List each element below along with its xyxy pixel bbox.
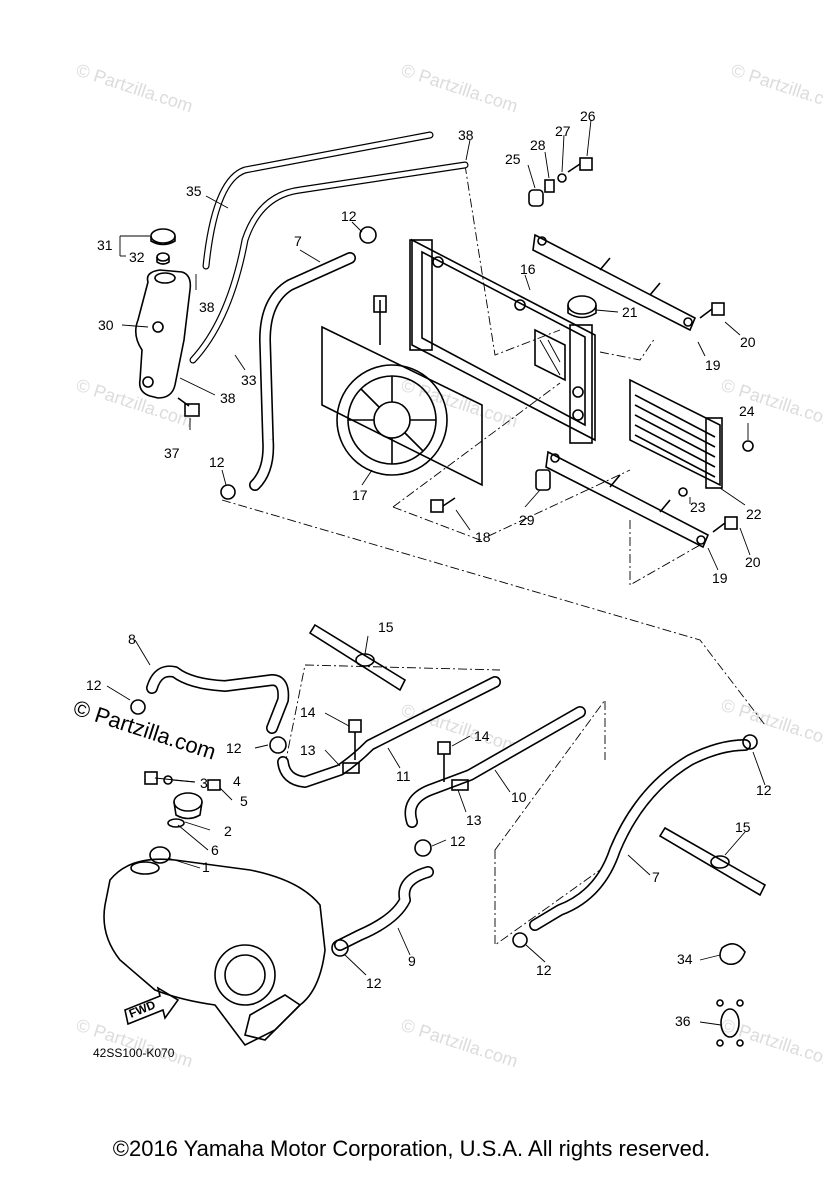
coolant-pipe-10 xyxy=(404,706,586,828)
callout-38: 38 xyxy=(458,127,474,143)
callout-12: 12 xyxy=(341,208,357,224)
callout-9: 9 xyxy=(408,953,416,969)
fan-bolt xyxy=(430,497,456,513)
hose-clamps xyxy=(130,226,758,957)
callout-14: 14 xyxy=(474,728,490,744)
watermark: © Partzilla.com xyxy=(729,60,823,117)
callout-19: 19 xyxy=(705,357,721,373)
callout-28: 28 xyxy=(530,137,546,153)
callout-34: 34 xyxy=(677,951,693,967)
thermostat-housing xyxy=(144,771,221,864)
callout-3: 3 xyxy=(200,775,208,791)
callout-19: 19 xyxy=(712,570,728,586)
cooling-fan xyxy=(321,295,483,487)
callout-2: 2 xyxy=(224,823,232,839)
callout-15: 15 xyxy=(735,819,751,835)
callout-21: 21 xyxy=(622,304,638,320)
radiator-bracket-lower xyxy=(545,450,710,549)
leader-lines xyxy=(106,119,766,1026)
watermark: © Partzilla.com xyxy=(399,1015,521,1072)
coolant-reservoir xyxy=(134,269,192,399)
radiator xyxy=(409,238,596,444)
exploded-parts-diagram: © Partzilla.com © Partzilla.com © Partzi… xyxy=(70,60,823,1072)
callout-32: 32 xyxy=(129,249,145,265)
fwd-label: FWD xyxy=(127,997,158,1020)
watermark: © Partzilla.com xyxy=(399,60,521,117)
callout-20: 20 xyxy=(740,334,756,350)
hose-clamp-34 xyxy=(719,943,746,966)
callout-27: 27 xyxy=(555,123,571,139)
watermark: © Partzilla.com xyxy=(74,375,196,432)
bracket-bolts xyxy=(699,302,738,533)
callout-16: 16 xyxy=(520,261,536,277)
callout-30: 30 xyxy=(98,317,114,333)
callout-14: 14 xyxy=(300,704,316,720)
callout-37: 37 xyxy=(164,445,180,461)
spring-clip-36 xyxy=(716,999,744,1047)
callout-25: 25 xyxy=(505,151,521,167)
callout-12: 12 xyxy=(226,740,242,756)
callout-7-upper: 7 xyxy=(294,233,302,249)
forward-arrow: FWD xyxy=(124,986,180,1026)
grommet xyxy=(535,469,551,491)
callout-12: 12 xyxy=(450,833,466,849)
breather-hoses xyxy=(189,131,469,364)
radiator-cap xyxy=(567,295,597,319)
coolant-hose-9 xyxy=(334,866,434,951)
oil-cooler xyxy=(629,378,754,497)
callout-6: 6 xyxy=(211,842,219,858)
callout-33: 33 xyxy=(241,372,257,388)
callout-15: 15 xyxy=(378,619,394,635)
callout-5: 5 xyxy=(240,793,248,809)
callout-20: 20 xyxy=(745,554,761,570)
cable-tie xyxy=(658,826,767,897)
callout-12: 12 xyxy=(756,782,772,798)
assembly-lines xyxy=(221,164,766,946)
watermark: © Partzilla.com xyxy=(399,700,521,757)
pipe-bolts xyxy=(342,719,469,791)
callout-22: 22 xyxy=(746,506,762,522)
diagram-code: 42SS100-K070 xyxy=(93,1046,175,1060)
callout-36: 36 xyxy=(675,1013,691,1029)
callout-26: 26 xyxy=(580,108,596,124)
callout-12: 12 xyxy=(209,454,225,470)
callout-18: 18 xyxy=(475,529,491,545)
callout-11: 11 xyxy=(396,768,411,784)
watermark-layer: © Partzilla.com © Partzilla.com © Partzi… xyxy=(74,60,823,1072)
coolant-hose-8 xyxy=(146,665,290,734)
watermark: © Partzilla.com xyxy=(719,1015,823,1072)
callout-29: 29 xyxy=(519,512,535,528)
callout-17: 17 xyxy=(352,487,368,503)
radiator-bracket-upper xyxy=(532,233,697,332)
radiator-hose-lower xyxy=(529,739,751,931)
callout-8: 8 xyxy=(128,631,136,647)
callout-10: 10 xyxy=(511,789,527,805)
mount-grommet-set xyxy=(528,157,593,207)
callout-12: 12 xyxy=(86,677,102,693)
watermark: © Partzilla.com xyxy=(74,60,196,117)
callout-12: 12 xyxy=(366,975,382,991)
callout-labels: 1 2 3 4 5 6 7 7 8 9 10 11 12 12 12 12 12… xyxy=(86,108,772,1029)
radiator-hose-upper xyxy=(249,252,356,491)
reservoir-cap xyxy=(150,228,176,265)
callout-38: 38 xyxy=(199,299,215,315)
callout-4: 4 xyxy=(233,773,241,789)
callout-13: 13 xyxy=(466,812,482,828)
callout-35: 35 xyxy=(186,183,202,199)
coolant-pipe-11 xyxy=(277,676,501,788)
callout-31: 31 xyxy=(97,237,113,253)
watermark: © Partzilla.com xyxy=(74,1015,196,1072)
callout-24: 24 xyxy=(739,403,755,419)
callout-23: 23 xyxy=(690,499,706,515)
callout-38: 38 xyxy=(220,390,236,406)
callout-12: 12 xyxy=(536,962,552,978)
callout-1: 1 xyxy=(202,859,210,875)
reservoir-bolt xyxy=(177,397,200,417)
watermark: © Partzilla.com xyxy=(719,375,823,432)
callout-7-lower: 7 xyxy=(652,869,660,885)
callout-13: 13 xyxy=(300,742,316,758)
copyright-footer: ©2016 Yamaha Motor Corporation, U.S.A. A… xyxy=(112,1136,711,1161)
